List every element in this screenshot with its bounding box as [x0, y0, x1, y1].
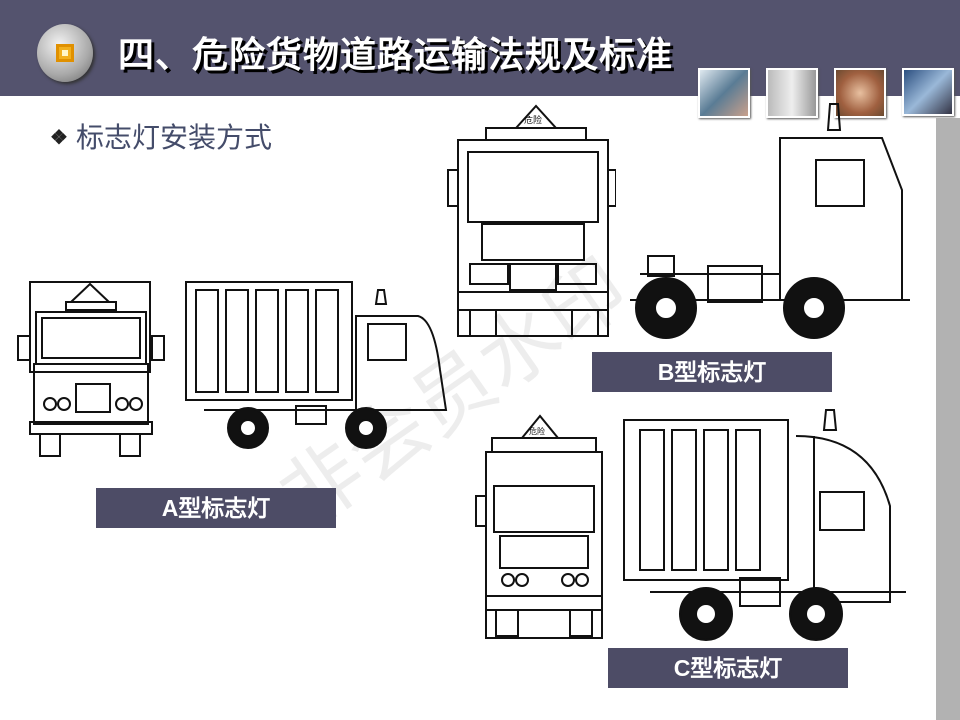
bullet-text: 标志灯安装方式	[75, 121, 272, 154]
truck-c-front-drawing: 危险	[475, 414, 603, 639]
label-c-type: C型标志灯	[608, 648, 848, 688]
truck-c-side-drawing	[623, 409, 906, 641]
truck-b-front-drawing: 危险	[447, 104, 616, 337]
bullet-heading: ❖ 标志灯安装方式	[50, 116, 272, 156]
thumbnail-image-pen	[698, 68, 750, 118]
truck-a-front-drawing	[17, 281, 165, 457]
section-badge-icon	[37, 24, 93, 82]
sign-text: 危险	[529, 426, 545, 436]
sign-text: 危险	[524, 114, 542, 126]
page-title: 四、危险货物道路运输法规及标准	[118, 34, 674, 76]
thumbnail-image-person	[834, 68, 886, 118]
thumbnail-image-blue	[902, 68, 954, 116]
truck-b-side-drawing	[630, 103, 910, 339]
diamond-bullet-icon: ❖	[50, 125, 68, 149]
right-sidebar-bar	[936, 118, 960, 720]
truck-a-side-drawing	[185, 281, 448, 449]
label-b-type: B型标志灯	[592, 352, 832, 392]
thumbnail-image-gray	[766, 68, 818, 118]
label-a-type: A型标志灯	[96, 488, 336, 528]
